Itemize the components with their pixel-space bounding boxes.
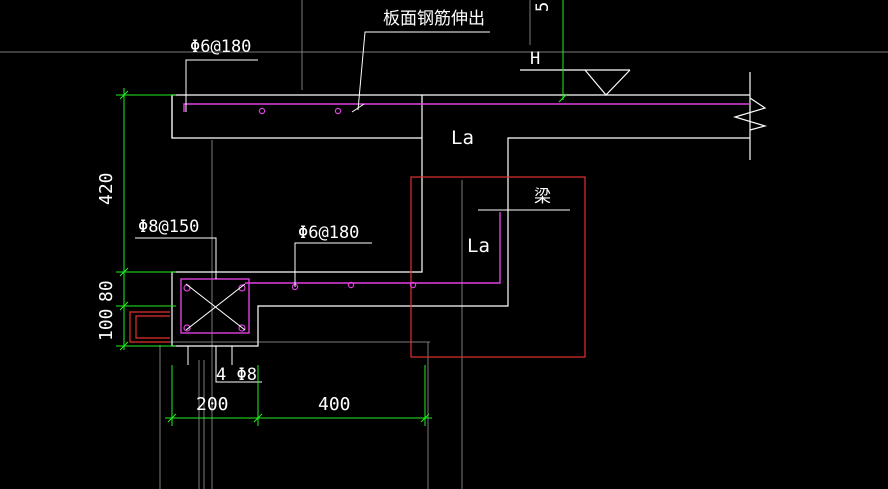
- stirrup-cross: [185, 283, 246, 331]
- labels: Φ6@180 板面钢筋伸出 Φ8@150 Φ6@180 4 Φ8 La La 梁…: [138, 2, 553, 385]
- dim-400: 400: [318, 394, 351, 415]
- corner-bars-label: 4 Φ8: [216, 365, 257, 385]
- anchor-la-beam-label: La: [467, 235, 490, 257]
- dimension-lines: [116, 0, 568, 426]
- dimension-texts: 420 80 100 200 400: [96, 172, 351, 415]
- lower-slab-rebar-label: Φ6@180: [298, 223, 359, 243]
- rebar-group: [180, 103, 750, 334]
- beam-label: 梁: [534, 187, 551, 207]
- lower-slab-rebar: [245, 212, 501, 284]
- concrete-outline: [171, 72, 768, 347]
- dim-80: 80: [96, 280, 117, 302]
- rebar-dots: [183, 107, 417, 332]
- top-slab-rebar-label: Φ6@180: [190, 37, 251, 57]
- dim-200: 200: [196, 394, 229, 415]
- leader-lines: [135, 31, 570, 383]
- edge-text-label: 5: [533, 2, 553, 12]
- top-rebar-note-label: 板面钢筋伸出: [383, 9, 485, 29]
- stirrup-rebar-label: Φ8@150: [138, 217, 199, 237]
- anchor-la-top-label: La: [451, 127, 474, 149]
- top-slab-rebar: [183, 103, 750, 112]
- dim-100: 100: [96, 308, 117, 341]
- stirrup: [180, 278, 250, 334]
- dim-420: 420: [96, 172, 117, 205]
- beam-outline: [410, 176, 586, 358]
- level-marker-label: H: [530, 49, 540, 69]
- edge-support: [129, 311, 170, 343]
- level-marker: [520, 69, 631, 96]
